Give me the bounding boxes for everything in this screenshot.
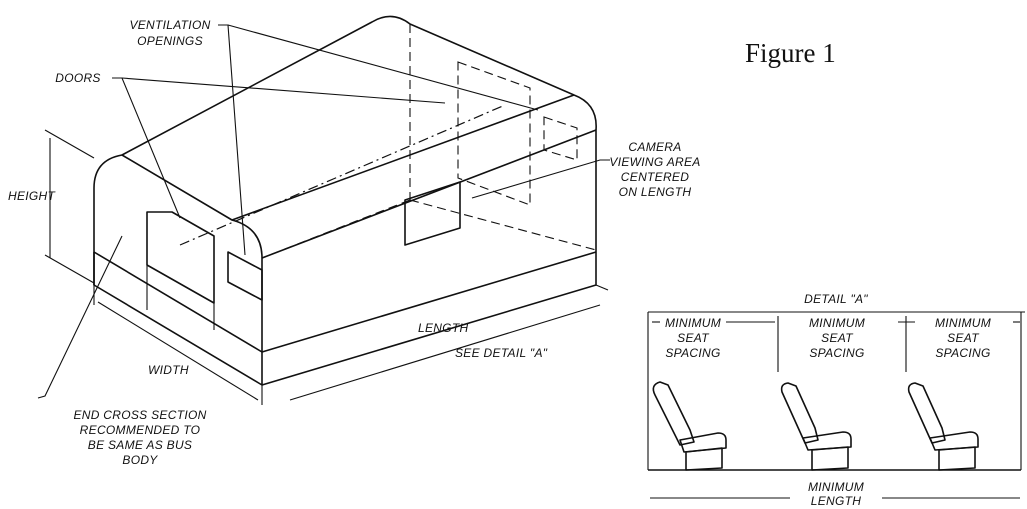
ventilation-label-2: OPENINGS — [137, 34, 203, 48]
roof-center-line — [179, 104, 506, 246]
ventilation-label-1: VENTILATION — [129, 18, 210, 32]
roof-left-edge — [121, 15, 411, 156]
front-vent — [227, 251, 263, 301]
side-base-line — [261, 251, 597, 353]
front-base-line — [93, 251, 263, 353]
seat-1 — [652, 381, 727, 471]
roof-near-edge — [231, 94, 575, 221]
spacing-3-line-1: MINIMUM — [935, 316, 991, 330]
end-cross-section-label-1: END CROSS SECTION — [73, 408, 206, 422]
end-cross-section-label-3: BE SAME AS BUS — [88, 438, 192, 452]
bus-body-box — [93, 15, 597, 386]
camera-label-2: VIEWING AREA — [609, 155, 700, 169]
length-label: LENGTH — [418, 321, 469, 335]
roof-far-edge — [409, 23, 597, 131]
far-vent-dashed — [543, 116, 578, 161]
figure-title: Figure 1 — [745, 38, 836, 68]
spacing-1-line-3: SPACING — [665, 346, 720, 360]
camera-label-1: CAMERA — [628, 140, 681, 154]
seat-2 — [780, 382, 852, 471]
detail-a: DETAIL "A" MINIMUM SEAT SPACING MINIMUM … — [647, 292, 1025, 508]
width-dimension — [97, 301, 259, 401]
spacing-1-line-1: MINIMUM — [665, 316, 721, 330]
min-length-line-1: MINIMUM — [808, 480, 864, 494]
far-door-dashed — [457, 61, 531, 206]
front-door — [146, 211, 215, 304]
min-length-line-2: LENGTH — [811, 494, 862, 508]
length-dimension — [289, 304, 601, 401]
end-cross-section-label-2: RECOMMENDED TO — [80, 423, 201, 437]
see-detail-label: SEE DETAIL "A" — [455, 346, 548, 360]
spacing-3-line-2: SEAT — [947, 331, 980, 345]
spacing-2-line-3: SPACING — [809, 346, 864, 360]
spacing-2-line-1: MINIMUM — [809, 316, 865, 330]
dimension-lines — [44, 129, 609, 405]
side-face — [261, 129, 597, 386]
doors-label: DOORS — [55, 71, 101, 85]
camera-label-3: CENTERED — [621, 170, 689, 184]
spacing-3-line-3: SPACING — [935, 346, 990, 360]
seat-3 — [907, 382, 979, 471]
spacing-2-line-2: SEAT — [821, 331, 854, 345]
hidden-back-floor — [409, 199, 597, 251]
camera-window — [404, 181, 461, 246]
height-label: HEIGHT — [8, 189, 57, 203]
leader-lines — [37, 24, 610, 399]
detail-title: DETAIL "A" — [804, 292, 868, 306]
hidden-floor-diagonal — [261, 199, 411, 259]
spacing-1-line-2: SEAT — [677, 331, 710, 345]
camera-label-4: ON LENGTH — [619, 185, 692, 199]
labels: VENTILATION OPENINGS DOORS HEIGHT CAMERA… — [8, 18, 836, 467]
end-cross-section-label-4: BODY — [122, 453, 158, 467]
width-label: WIDTH — [148, 363, 189, 377]
